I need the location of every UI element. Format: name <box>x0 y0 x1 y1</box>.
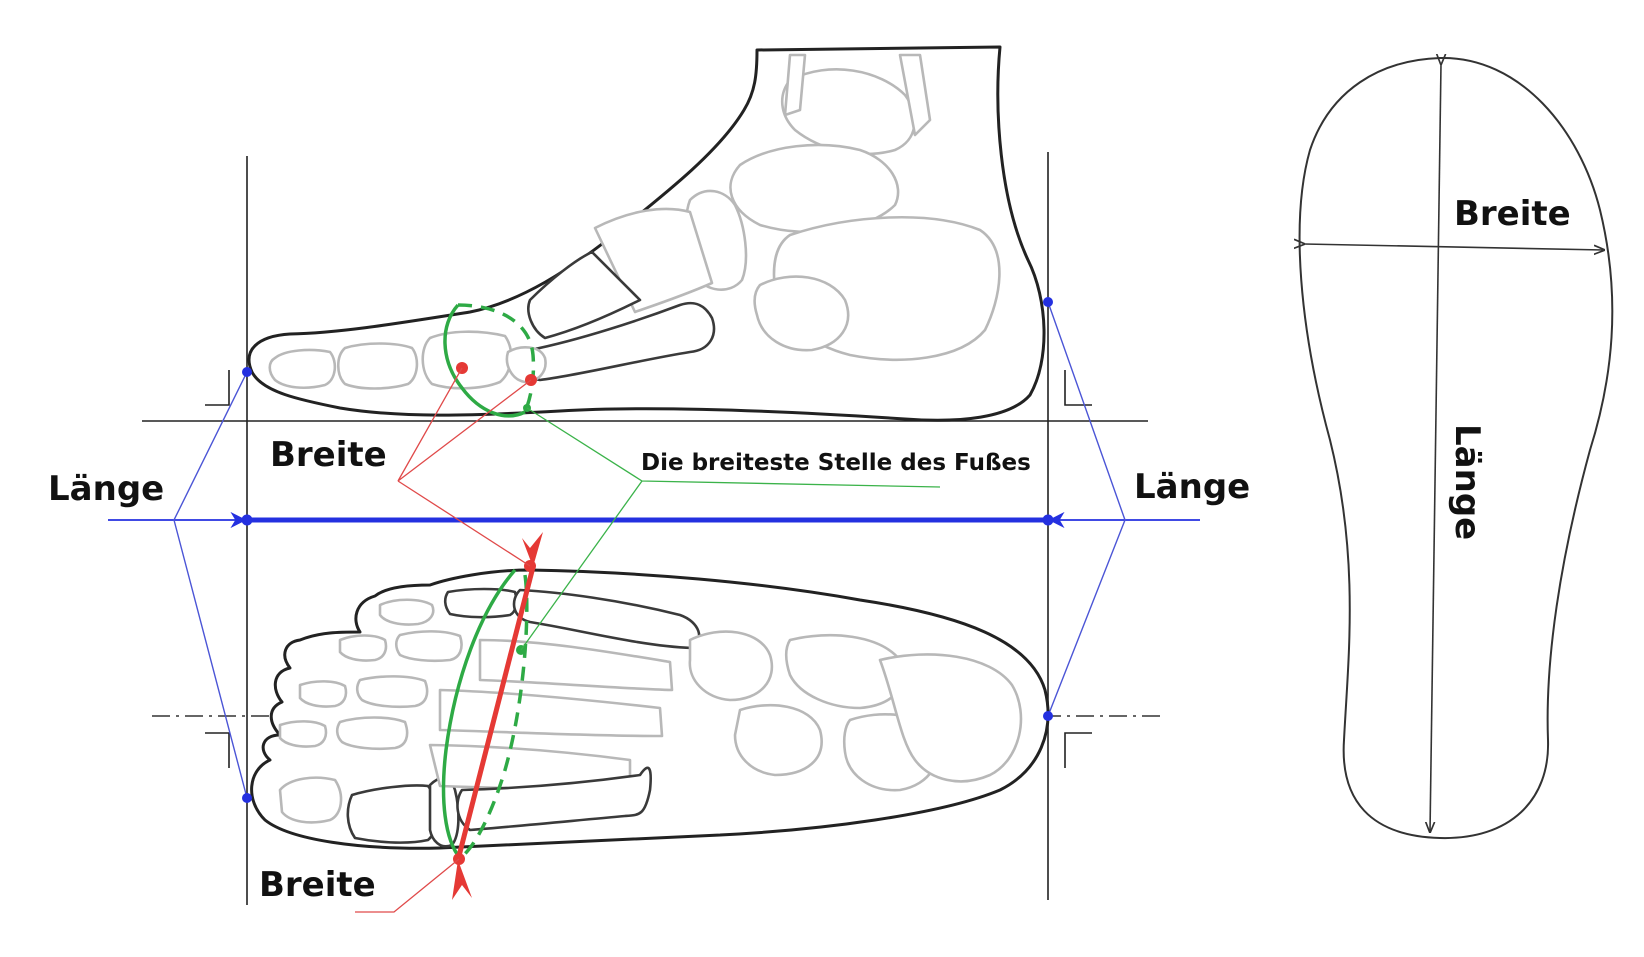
metatarsal-bone <box>523 301 716 382</box>
cuboid-bone <box>753 275 850 352</box>
toe-phalanx <box>378 598 435 626</box>
toe-phalanx <box>355 675 429 709</box>
width-measure-line <box>455 566 536 861</box>
tibia-bone <box>783 53 807 117</box>
sole-width-label: Breite <box>1454 194 1571 234</box>
width-arrow-icon <box>522 532 543 567</box>
toe-phalanx <box>394 630 463 663</box>
corner-bracket-icon <box>205 732 230 768</box>
corner-bracket-icon <box>1064 370 1092 406</box>
big-toe-phalanx <box>278 776 343 824</box>
toe-phalanx <box>443 587 518 619</box>
width-leader-bottom <box>355 858 460 913</box>
corner-bracket-icon <box>1064 732 1092 768</box>
widest-point-leader <box>520 480 643 651</box>
sole-length-line <box>1430 64 1441 832</box>
length-measure-point <box>1042 514 1054 526</box>
navicular-bone <box>729 143 900 234</box>
width-arrow-icon <box>452 860 472 900</box>
cuneiform-bone <box>688 630 774 702</box>
navicular-bone <box>784 633 905 710</box>
length-measure-point <box>1043 711 1053 721</box>
widest-point-contour-side-dashed <box>457 303 536 413</box>
length-measure-point <box>242 367 252 377</box>
corner-bracket-icon <box>205 370 230 406</box>
widest-point-label: Die breiteste Stelle des Fußes <box>641 450 1031 476</box>
tibia-bone <box>898 53 932 137</box>
length-measure-point <box>241 514 253 526</box>
big-toe-phalanx <box>346 784 439 844</box>
cuboid-bone <box>733 703 823 777</box>
length-label-right: Länge <box>1134 467 1250 507</box>
widest-point-contour-side <box>443 303 526 418</box>
toe-phalanx <box>298 680 348 708</box>
sole-length-label: Länge <box>1447 424 1487 540</box>
metatarsal-bone <box>527 250 642 340</box>
top-view-foot <box>250 568 1050 850</box>
length-leader-left <box>173 371 248 799</box>
metatarsal-bone <box>456 766 652 832</box>
length-label-left: Länge <box>48 469 164 509</box>
metatarsal-bone <box>478 638 674 692</box>
length-measure-point <box>242 793 252 803</box>
sesamoid-bone <box>505 346 547 384</box>
length-measure-point <box>1043 297 1053 307</box>
widest-point-contour-top <box>441 568 517 860</box>
toe-phalanx <box>335 716 409 751</box>
width-leader-top <box>397 480 531 567</box>
phalanx-bone <box>336 342 419 390</box>
phalanx-bone <box>421 330 513 390</box>
phalanx-bone <box>268 348 337 390</box>
width-label-side: Breite <box>270 435 387 475</box>
metatarsal-bone <box>438 688 664 738</box>
width-label-bottom: Breite <box>259 865 376 905</box>
toe-phalanx <box>338 634 388 662</box>
toe-phalanx <box>278 720 328 748</box>
calcaneus-bone <box>878 653 1023 783</box>
side-view-foot <box>247 45 1046 422</box>
talus-bone <box>781 68 916 156</box>
length-leader-right <box>1047 301 1126 717</box>
sole-width-line <box>1304 244 1604 250</box>
